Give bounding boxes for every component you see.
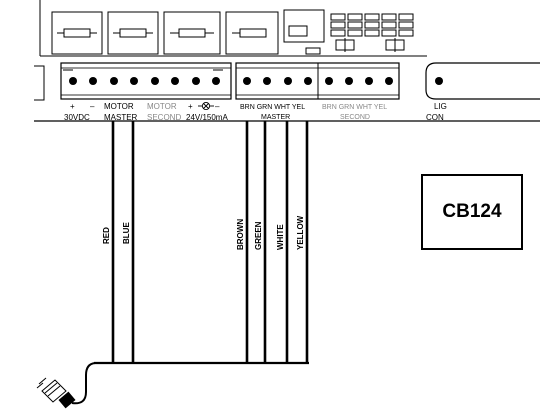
power-plus-label: + (70, 102, 75, 111)
fuse-3 (163, 11, 221, 55)
terminal-screw (345, 77, 353, 85)
terminal-block-right (235, 62, 400, 100)
fuse-2 (107, 11, 159, 55)
red-wire-label: RED (102, 227, 111, 244)
terminal-block-left (60, 62, 232, 100)
terminal-screw (171, 77, 179, 85)
lamp-plus-label: + (188, 102, 193, 111)
motor-master-label: MOTOR (104, 102, 134, 111)
fuse-bank (51, 11, 279, 55)
power-voltage-label: 30VDC (64, 113, 90, 122)
terminal-block-light (425, 62, 540, 100)
blue-wire-label: BLUE (122, 222, 131, 244)
terminal-screw (365, 77, 373, 85)
model-tag: CB124 (421, 174, 523, 250)
motor-master-label-2: MASTER (104, 113, 138, 122)
light-label: LIG (434, 102, 447, 111)
terminal-screw (130, 77, 138, 85)
terminal-screw (192, 77, 200, 85)
encoder-second-label: SECOND (340, 114, 370, 121)
terminal-screw (263, 77, 271, 85)
fuse-4 (225, 11, 279, 55)
lamp-minus-label: – (215, 102, 220, 111)
wire-labels: RED BLUE BROWN GREEN WHITE YELLOW (102, 215, 305, 250)
terminal-screw (110, 77, 118, 85)
green-wire-label: GREEN (254, 221, 263, 250)
lamp-rating-label: 24V/150mA (186, 113, 228, 122)
terminal-screw (89, 77, 97, 85)
encoder-master-label: MASTER (261, 114, 290, 121)
motor-second-label: MOTOR (147, 102, 177, 111)
terminal-screw (212, 77, 220, 85)
white-wire-label: WHITE (276, 224, 285, 250)
terminal-screw (284, 77, 292, 85)
yellow-wire-label: YELLOW (296, 215, 305, 250)
terminal-screw (385, 77, 393, 85)
dip-switch-block (283, 9, 414, 55)
terminal-screw (325, 77, 333, 85)
terminal-screw (304, 77, 312, 85)
lamp-icon (198, 101, 214, 111)
power-minus-label: – (90, 102, 95, 111)
fuse-1 (51, 11, 103, 55)
terminal-screw (69, 77, 77, 85)
encoder-second-colors-label: BRN GRN WHT YEL (322, 104, 387, 111)
wire-bundle (71, 121, 309, 405)
terminal-screw (151, 77, 159, 85)
terminal-screw (435, 77, 443, 85)
encoder-colors-label: BRN GRN WHT YEL (240, 104, 305, 111)
brown-wire-label: BROWN (236, 219, 245, 250)
motor-second-label-2: SECOND (147, 113, 181, 122)
terminal-screw (243, 77, 251, 85)
cable-tail (71, 362, 96, 405)
switch-grid (330, 13, 414, 37)
light-label-2: CON (426, 113, 444, 122)
board-labels: + – 30VDC MOTOR MASTER MOTOR SECOND + – … (64, 102, 447, 122)
model-tag-text: CB124 (442, 201, 502, 222)
connector-plug-icon (36, 377, 76, 409)
